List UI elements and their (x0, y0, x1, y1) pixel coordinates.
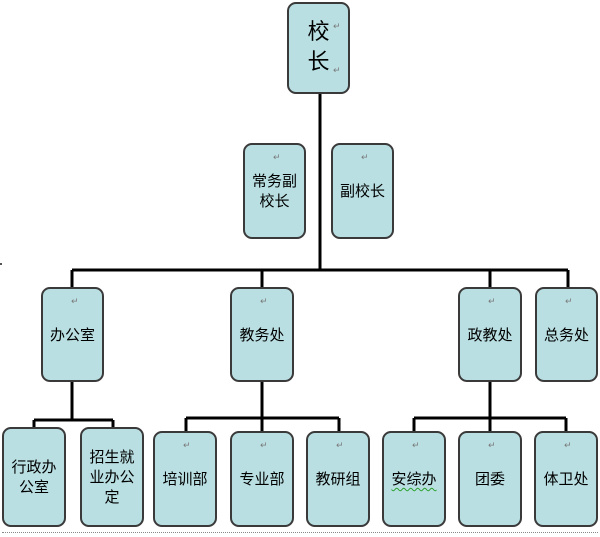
paragraph-mark: ↵ (336, 441, 344, 451)
node-admissions-employment-office-line1: 招生就 (89, 448, 135, 466)
paragraph-mark: ↵ (260, 441, 268, 451)
node-safety-office-label: 安综办 (391, 470, 437, 488)
node-political-education: ↵ 政教处 (458, 287, 522, 382)
node-executive-vice-principal-line2: 校长 (259, 192, 290, 210)
anchor-dot (0, 263, 2, 265)
node-teaching-research-group-label: 教研组 (315, 470, 361, 488)
node-administrative-office-line2: 公室 (18, 478, 49, 496)
node-academic-affairs-label: 教务处 (239, 325, 285, 344)
node-training-department-label: 培训部 (162, 470, 208, 488)
paragraph-mark: ↵ (71, 297, 79, 307)
canvas-boundary (2, 532, 598, 533)
paragraph-mark: ↵ (488, 441, 496, 451)
node-principal-line2: 长 (307, 50, 330, 75)
node-vice-principal-line1: 副校长 (339, 182, 385, 200)
paragraph-mark: ↵ (488, 297, 496, 307)
paragraph-mark: ↵ (361, 153, 369, 163)
node-specialty-department-label: 专业部 (239, 470, 285, 488)
node-office: ↵ 办公室 (41, 287, 104, 382)
node-admissions-employment-office-line3: 定 (104, 488, 120, 506)
node-safety-office: ↵ 安综办 (382, 431, 446, 527)
paragraph-mark: ↵ (565, 297, 573, 307)
node-youth-league: ↵ 团委 (458, 431, 522, 527)
node-executive-vice-principal-line1: 常务副 (251, 172, 297, 190)
node-office-label: 办公室 (49, 325, 95, 344)
node-academic-affairs: ↵ 教务处 (230, 287, 294, 382)
node-general-affairs-label: 总务处 (543, 325, 589, 344)
node-political-education-label: 政教处 (467, 325, 513, 344)
node-admissions-employment-office-line2: 业办公 (89, 468, 135, 486)
node-executive-vice-principal: ↵ 常务副 校长 (243, 143, 306, 239)
node-vice-principal: ↵ 副校长 (331, 143, 394, 239)
node-training-department: ↵ 培训部 (153, 431, 217, 527)
paragraph-mark: ↵ (260, 297, 268, 307)
node-principal: 校 长 ↵ ↵ (287, 2, 350, 94)
node-youth-league-label: 团委 (474, 470, 505, 488)
node-teaching-research-group: ↵ 教研组 (306, 431, 370, 527)
node-administrative-office-line1: 行政办 (11, 458, 57, 476)
paragraph-mark: ↵ (412, 441, 420, 451)
node-sports-health-office: ↵ 体卫处 (534, 431, 598, 527)
node-general-affairs: ↵ 总务处 (535, 287, 598, 382)
paragraph-mark: ↵ (564, 441, 572, 451)
node-admissions-employment-office: 招生就 业办公 定 (80, 427, 144, 527)
node-administrative-office: 行政办 公室 (2, 427, 66, 527)
node-principal-line1: 校 (307, 20, 330, 45)
node-specialty-department: ↵ 专业部 (230, 431, 294, 527)
paragraph-mark: ↵ (183, 441, 191, 451)
paragraph-mark: ↵ (273, 153, 281, 163)
paragraph-mark: ↵ (333, 22, 341, 32)
paragraph-mark: ↵ (333, 66, 341, 76)
node-sports-health-office-label: 体卫处 (543, 470, 589, 488)
